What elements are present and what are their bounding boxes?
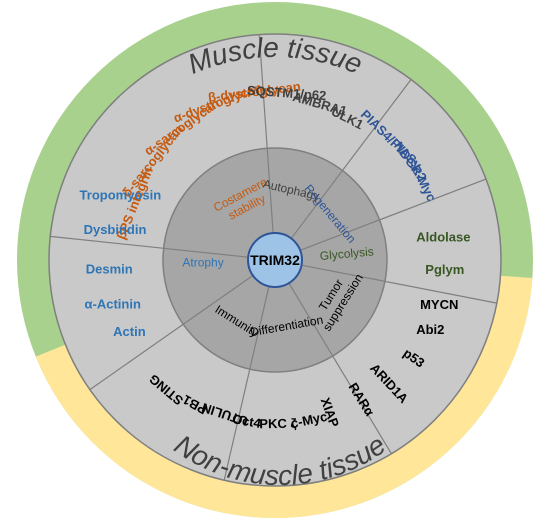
inner-sector-divider <box>182 274 254 325</box>
center-hub-label: TRIM32 <box>250 252 300 268</box>
item-tumor-0: MYCN <box>420 297 458 312</box>
item-atrophy-3: Dysbindin <box>84 222 147 237</box>
item-atrophy-4: Tropomyosin <box>80 187 162 202</box>
inner-sector-divider <box>163 247 249 258</box>
item-differentiation-1: PKC ζ <box>259 416 296 432</box>
inner-sector-divider <box>301 264 386 282</box>
item-tumor-1: Abi2 <box>416 322 444 337</box>
inner-sector-divider <box>288 282 334 357</box>
center-hub <box>247 232 303 288</box>
item-atrophy-1: α-Actinin <box>85 296 141 311</box>
category-label-glycolysis: Glycolysis <box>319 244 374 263</box>
inner-sector-divider <box>290 170 343 239</box>
item-differentiation-0: c-Myc <box>289 409 328 431</box>
item-differentiation-2: Oct4 <box>231 411 263 431</box>
inner-sector-divider <box>249 286 270 370</box>
category-label-atrophy: Atrophy <box>182 256 223 270</box>
item-atrophy-0: Actin <box>113 324 146 339</box>
inner-sector-divider <box>266 148 274 234</box>
inner-sector-divider <box>299 219 380 251</box>
item-glycolysis-1: Pglym <box>425 262 464 277</box>
item-glycolysis-0: Aldolase <box>416 229 470 244</box>
item-autophagy-0: SQSTM1/p62 <box>247 83 327 104</box>
item-atrophy-2: Desmin <box>86 262 133 277</box>
inner-sector-dividers <box>163 148 386 370</box>
